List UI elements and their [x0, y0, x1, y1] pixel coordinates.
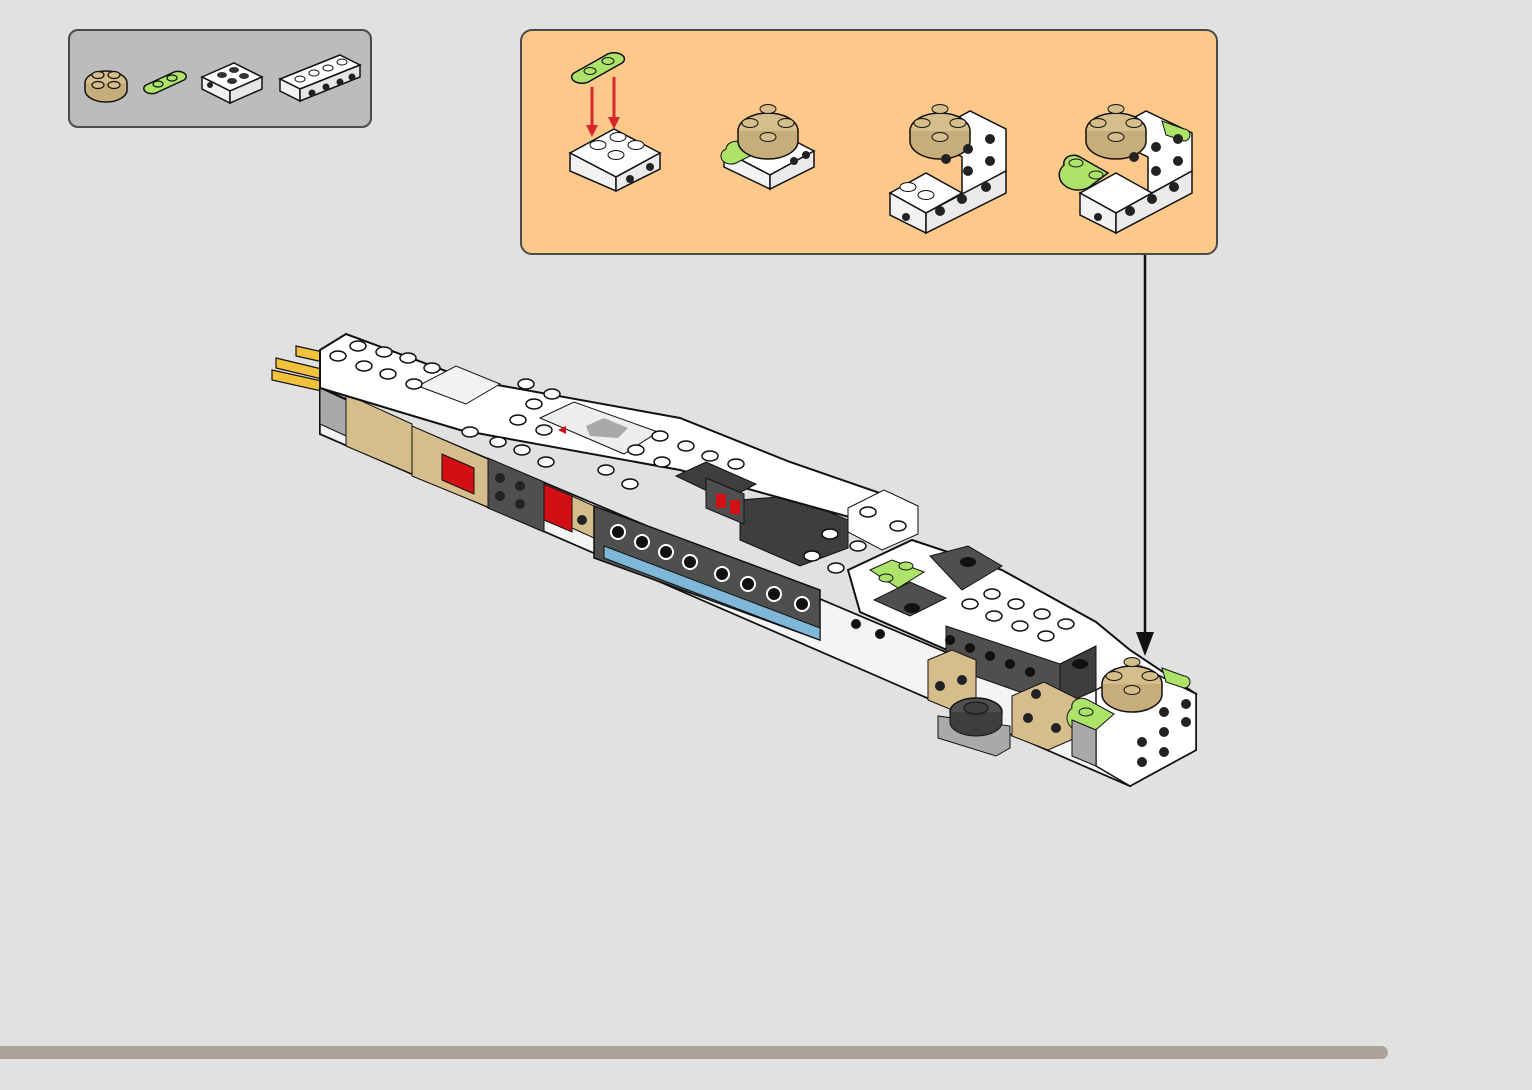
connector-arrow-icon: [1136, 255, 1154, 656]
main-model-graphics: [0, 0, 1532, 1040]
progress-bar: [0, 1046, 1458, 1059]
progress-fill: [0, 1046, 1388, 1059]
